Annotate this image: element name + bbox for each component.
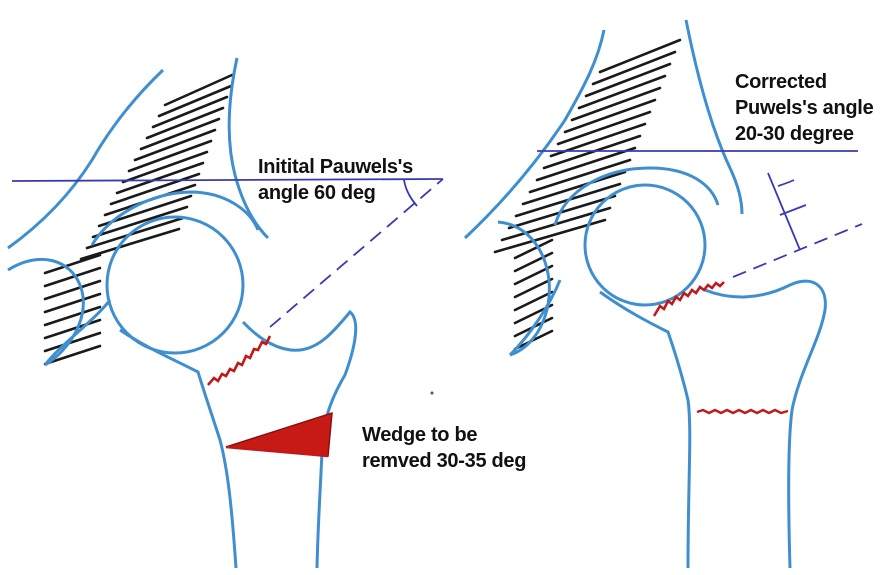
- label-line: remved 30-35 deg: [362, 448, 526, 474]
- corrected-pauwels-angle-label: Corrected Puwels's angle 20-30 degree: [735, 69, 873, 147]
- right-fracture-axis-dashed: [733, 224, 862, 277]
- initial-pauwels-angle-label: Initital Pauwels's angle 60 deg: [258, 154, 413, 206]
- label-line: angle 60 deg: [258, 180, 413, 206]
- label-line: Corrected: [735, 69, 873, 95]
- right-femur-outline: [600, 281, 825, 568]
- left-femoral-head: [107, 217, 243, 353]
- left-pelvis-lateral-edge: [229, 58, 268, 238]
- right-pelvis-lateral-edge: [686, 20, 742, 214]
- left-pelvis-hatching: [45, 75, 232, 364]
- label-line: 20-30 degree: [735, 121, 873, 147]
- label-line: Initital Pauwels's: [258, 154, 413, 180]
- left-acetabulum-rim: [8, 259, 110, 365]
- dot-mark: [431, 392, 434, 395]
- wedge-removal-label: Wedge to be remved 30-35 deg: [362, 422, 526, 474]
- left-hip-panel: [8, 58, 443, 568]
- right-pelvis-hatching: [495, 40, 680, 349]
- label-line: Puwels's angle: [735, 95, 873, 121]
- left-fracture-line: [208, 336, 270, 385]
- right-angle-arc: [778, 180, 794, 186]
- label-line: Wedge to be: [362, 422, 526, 448]
- right-femoral-head: [585, 185, 705, 305]
- right-osteotomy-closed-line: [697, 410, 788, 413]
